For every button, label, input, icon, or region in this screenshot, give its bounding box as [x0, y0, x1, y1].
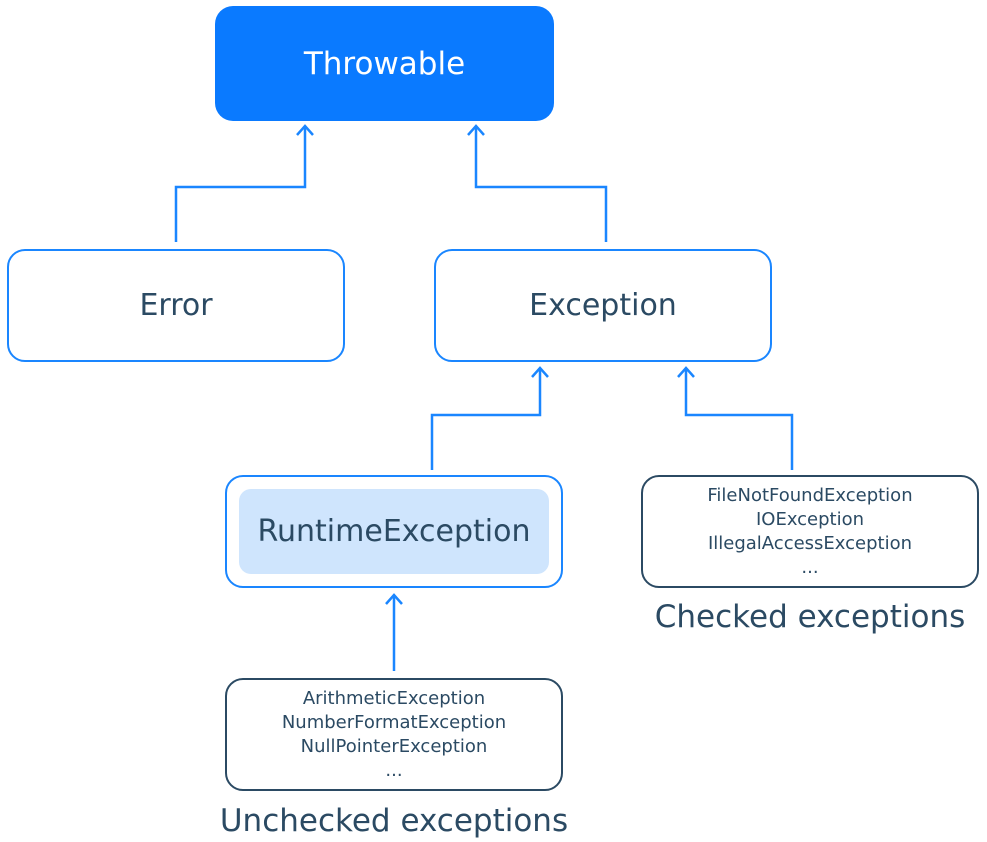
arrowhead-unchecked-to-runtime [385, 593, 403, 605]
arrow-checked-to-exception [684, 368, 794, 470]
throwable-label: Throwable [303, 45, 466, 82]
checked-item: FileNotFoundException [707, 484, 913, 506]
exception-label: Exception [529, 288, 677, 323]
runtime-exception-label: RuntimeException [257, 514, 531, 549]
checked-item: IllegalAccessException [707, 532, 913, 554]
throwable-node: Throwable [215, 6, 554, 121]
arrowhead-error-to-throwable [296, 124, 314, 136]
arrow-runtime-to-exception [430, 368, 542, 470]
unchecked-exceptions-caption: Unchecked exceptions [219, 803, 569, 839]
unchecked-item: ArithmeticException [302, 687, 486, 709]
unchecked-exceptions-box: ArithmeticException NumberFormatExceptio… [225, 678, 563, 791]
arrow-exception-to-throwable [474, 126, 608, 242]
checked-item: ... [801, 556, 819, 578]
checked-exceptions-caption: Checked exceptions [654, 599, 966, 635]
error-node: Error [7, 249, 345, 362]
runtime-exception-node: RuntimeException [225, 475, 563, 588]
exception-node: Exception [434, 249, 772, 362]
unchecked-item: ... [385, 759, 403, 781]
runtime-exception-highlight: RuntimeException [239, 489, 549, 574]
checked-exceptions-box: FileNotFoundException IOException Illega… [641, 475, 979, 588]
checked-item: IOException [755, 508, 865, 530]
unchecked-item: NullPointerException [300, 735, 488, 757]
error-label: Error [139, 288, 213, 323]
arrowhead-runtime-to-exception [531, 366, 549, 378]
unchecked-item: NumberFormatException [281, 711, 507, 733]
arrowhead-checked-to-exception [677, 366, 695, 378]
arrowhead-exception-to-throwable [467, 124, 485, 136]
arrow-error-to-throwable [174, 126, 307, 242]
